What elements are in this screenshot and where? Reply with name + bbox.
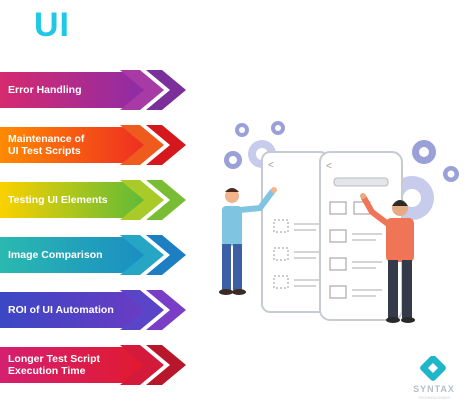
arrow-shape <box>0 235 186 275</box>
arrow-item: Image Comparison <box>0 233 200 277</box>
logo-subtitle: TECHNOLOGIES <box>418 395 450 400</box>
ui-automation-illustration: < < <box>219 121 459 323</box>
arrow-label: Image Comparison <box>8 249 103 261</box>
gear-icon <box>235 123 249 137</box>
arrow-label: Testing UI Elements <box>8 194 108 206</box>
svg-text:<: < <box>326 161 332 172</box>
gear-icon <box>224 151 242 169</box>
arrow-shape <box>0 125 186 165</box>
arrow-label: Maintenance of UI Test Scripts <box>8 133 85 157</box>
arrow-shape <box>0 290 186 330</box>
screen-back <box>261 151 329 313</box>
arrow-shape <box>0 345 186 385</box>
arrow-label: Error Handling <box>8 84 82 96</box>
svg-text:<: < <box>268 160 274 171</box>
arrow-item: Testing UI Elements <box>0 178 200 222</box>
logo-icon <box>420 356 446 381</box>
arrow-item: ROI of UI Automation <box>0 288 200 332</box>
arrow-item: Error Handling <box>0 68 200 112</box>
person-left <box>219 187 277 295</box>
person-right <box>360 193 415 323</box>
arrow-item: Longer Test Script Execution Time <box>0 343 200 387</box>
gear-icon <box>412 140 436 164</box>
arrow-item: Maintenance of UI Test Scripts <box>0 123 200 167</box>
arrow-label: Longer Test Script Execution Time <box>8 353 100 377</box>
gear-icon <box>443 166 459 182</box>
arrow-shape <box>0 180 186 220</box>
page-title: UI <box>34 6 70 44</box>
gear-icon <box>271 121 285 135</box>
logo-name: SYNTAX <box>413 384 455 394</box>
arrow-shape <box>0 70 186 110</box>
arrow-label: ROI of UI Automation <box>8 304 114 316</box>
